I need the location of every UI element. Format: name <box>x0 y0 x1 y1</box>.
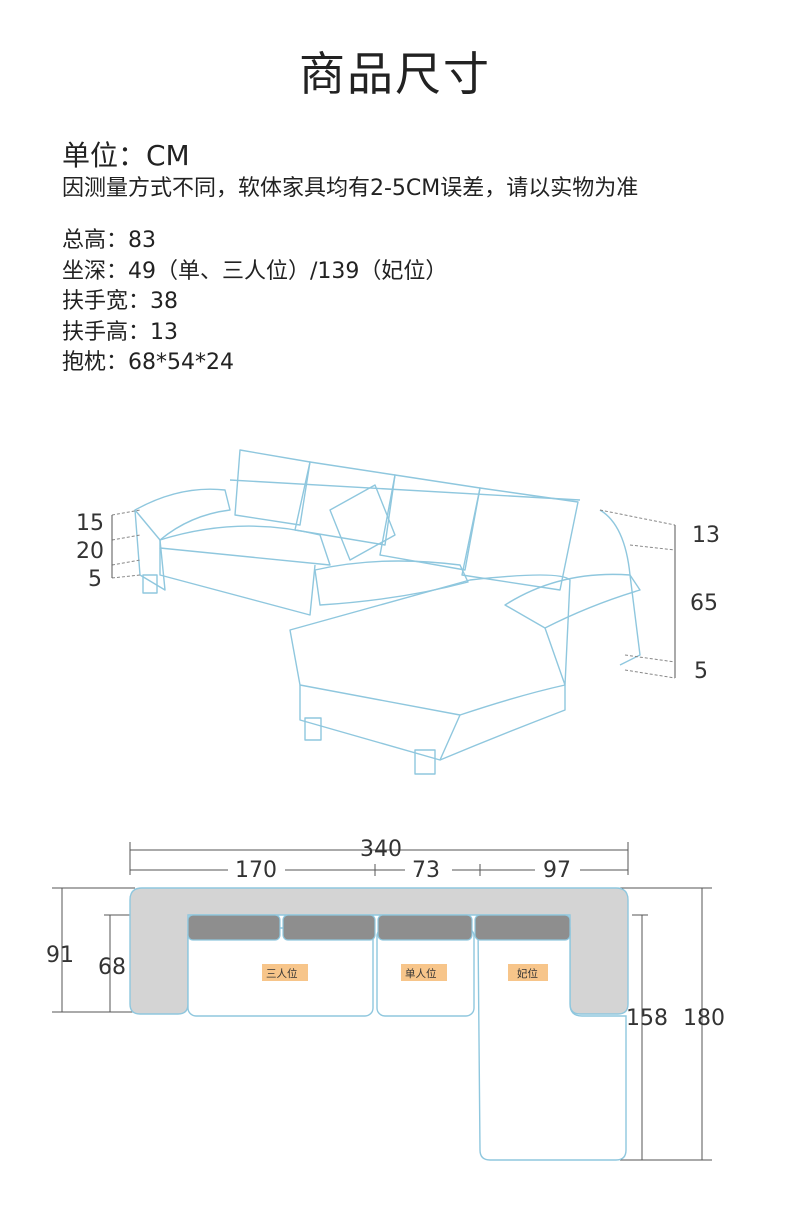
spec-total-height: 总高：83 <box>62 226 447 257</box>
right-dim-label: 13 <box>692 523 720 548</box>
spec-label: 扶手宽： <box>62 289 151 314</box>
left-dim-label: 5 <box>88 567 102 592</box>
side-dimension-guides <box>111 509 676 679</box>
spec-seat-depth: 坐深：49（单、三人位）/139（妃位） <box>62 257 447 288</box>
right-dim-label: 65 <box>690 591 718 616</box>
spec-value: 68*54*24 <box>128 350 234 375</box>
left-dim-label: 15 <box>76 511 104 536</box>
spec-label: 坐深： <box>62 258 129 284</box>
side-dimension-lines <box>111 515 676 678</box>
sofa-frame <box>129 887 629 1015</box>
spec-value: 49（单、三人位）/139（妃位） <box>128 258 448 284</box>
spec-pillow-size: 抱枕：68*54*24 <box>62 348 447 379</box>
tag-single-seat <box>401 964 447 981</box>
back-cushions <box>187 914 571 941</box>
depth-seat-label: 68 <box>98 955 126 980</box>
tag-single-seat-label: 单人位 <box>405 967 437 980</box>
depth-total-label: 91 <box>46 943 74 968</box>
chaise-total-label: 180 <box>683 1006 725 1031</box>
spec-value: 38 <box>150 289 179 314</box>
seat-cushions <box>187 927 627 1161</box>
sofa-perspective-diagram: 15 20 5 13 65 5 <box>76 449 720 775</box>
tag-three-seat-label: 三人位 <box>266 967 298 980</box>
spec-value: 13 <box>150 319 179 345</box>
spec-list: 总高：83 坐深：49（单、三人位）/139（妃位） 扶手宽：38 扶手高：13… <box>62 226 447 379</box>
overall-width-label: 340 <box>360 837 402 862</box>
spec-label: 扶手高： <box>62 319 151 345</box>
segment-width-label: 73 <box>412 858 440 883</box>
spec-label: 抱枕： <box>62 350 129 375</box>
unit-line: 单位：CM <box>62 139 190 172</box>
chaise-depth-label: 158 <box>626 1006 668 1031</box>
seat-tags: 三人位 单人位 妃位 <box>262 964 548 981</box>
sofa-top-view-diagram: 340 170 73 97 91 68 158 180 三人位 单人位 妃位 <box>46 837 725 1161</box>
spec-armrest-width: 扶手宽：38 <box>62 287 447 318</box>
right-dim-label: 5 <box>694 659 708 684</box>
tag-chaise-label: 妃位 <box>517 967 538 980</box>
sofa-outline <box>134 449 641 775</box>
left-dim-label: 20 <box>76 539 104 564</box>
tolerance-note: 因测量方式不同，软体家具均有2-5CM误差，请以实物为准 <box>62 176 639 201</box>
page-title: 商品尺寸 <box>299 47 491 101</box>
segment-width-label: 170 <box>235 858 277 883</box>
spec-value: 83 <box>128 228 157 253</box>
tag-chaise <box>508 964 548 981</box>
spec-armrest-height: 扶手高：13 <box>62 318 447 349</box>
tag-three-seat <box>262 964 308 981</box>
spec-label: 总高： <box>62 228 129 253</box>
segment-width-label: 97 <box>543 858 571 883</box>
